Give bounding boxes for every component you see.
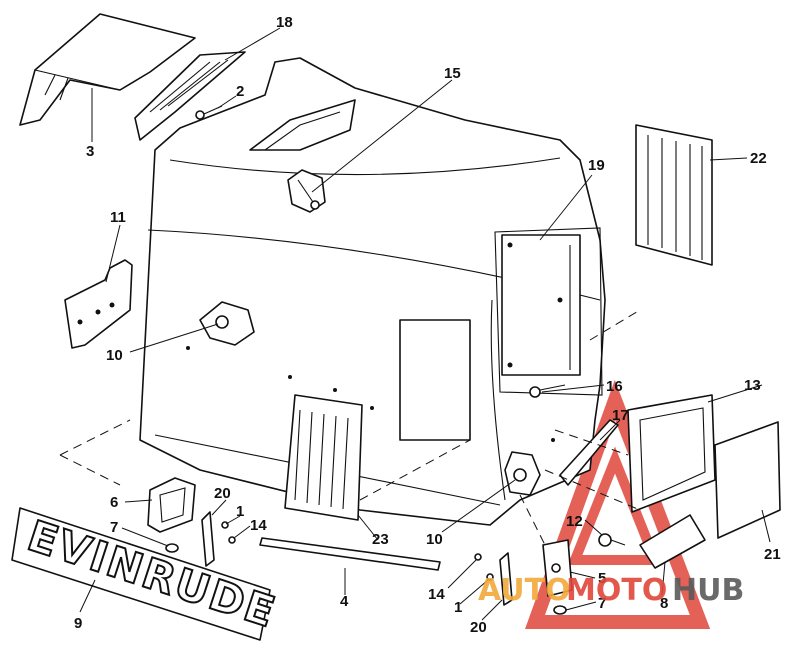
callout-4: 4 [340, 593, 349, 610]
callout-20-right: 20 [470, 619, 487, 636]
callout-labels: 18 2 15 3 11 10 19 22 16 13 17 6 20 1 14… [74, 14, 781, 636]
part-small-fasteners [221, 521, 494, 581]
callout-21: 21 [764, 546, 781, 563]
callout-1-right: 1 [454, 599, 462, 616]
part-lower-grille [284, 394, 363, 521]
callout-5: 5 [598, 570, 606, 587]
watermark-hub: HUB [672, 573, 744, 608]
callout-16: 16 [606, 378, 623, 395]
callout-10-left: 10 [106, 347, 123, 364]
part-knob-left [165, 543, 179, 553]
callout-leaders [79, 27, 771, 621]
watermark-auto: AUTO [478, 573, 571, 608]
callout-19: 19 [588, 157, 605, 174]
callout-18: 18 [276, 14, 293, 31]
part-latch-right [542, 539, 573, 597]
part-hook-right [499, 552, 513, 606]
part-bolt [598, 533, 626, 547]
callout-1-left: 1 [236, 503, 244, 520]
callout-20-left: 20 [214, 485, 231, 502]
assembly-guide-lines [59, 309, 641, 546]
part-side-panel [501, 234, 581, 376]
callout-13: 13 [744, 377, 761, 394]
callout-9: 9 [74, 615, 82, 632]
callout-7-left: 7 [110, 519, 118, 536]
callout-22: 22 [750, 150, 767, 167]
part-grommet-plate-left [199, 301, 255, 346]
callout-11: 11 [110, 209, 126, 226]
part-panel-screw [529, 384, 566, 398]
part-decal-label [714, 421, 781, 539]
part-latch-left [147, 477, 196, 533]
callout-6: 6 [110, 494, 118, 511]
engine-cowling [139, 57, 606, 526]
callout-14-left: 14 [250, 517, 267, 534]
part-side-grille [635, 124, 713, 266]
callout-10-right: 10 [426, 531, 443, 548]
callout-2: 2 [236, 83, 244, 100]
part-hex-plate [287, 169, 326, 213]
part-trim-frame [627, 394, 716, 513]
callout-14-right: 14 [428, 586, 445, 603]
callout-7-right: 7 [598, 595, 606, 612]
callout-15: 15 [444, 65, 461, 82]
part-hook-left [201, 511, 215, 567]
callout-23: 23 [372, 531, 389, 548]
part-lower-seal [259, 537, 441, 571]
callout-8: 8 [660, 595, 668, 612]
part-latch-cover [639, 514, 706, 569]
callout-3: 3 [86, 143, 94, 160]
part-vent-strip [134, 51, 246, 141]
watermark-text: AUTO MOTO HUB [478, 573, 744, 608]
watermark-moto: MOTO [566, 573, 667, 608]
brand-decal: EVINRUDE [11, 507, 283, 641]
callout-17: 17 [612, 407, 629, 424]
part-grommet-plate-right [504, 451, 541, 496]
part-top-cover [19, 13, 196, 126]
callout-12: 12 [566, 513, 583, 530]
part-left-bracket [64, 259, 133, 349]
